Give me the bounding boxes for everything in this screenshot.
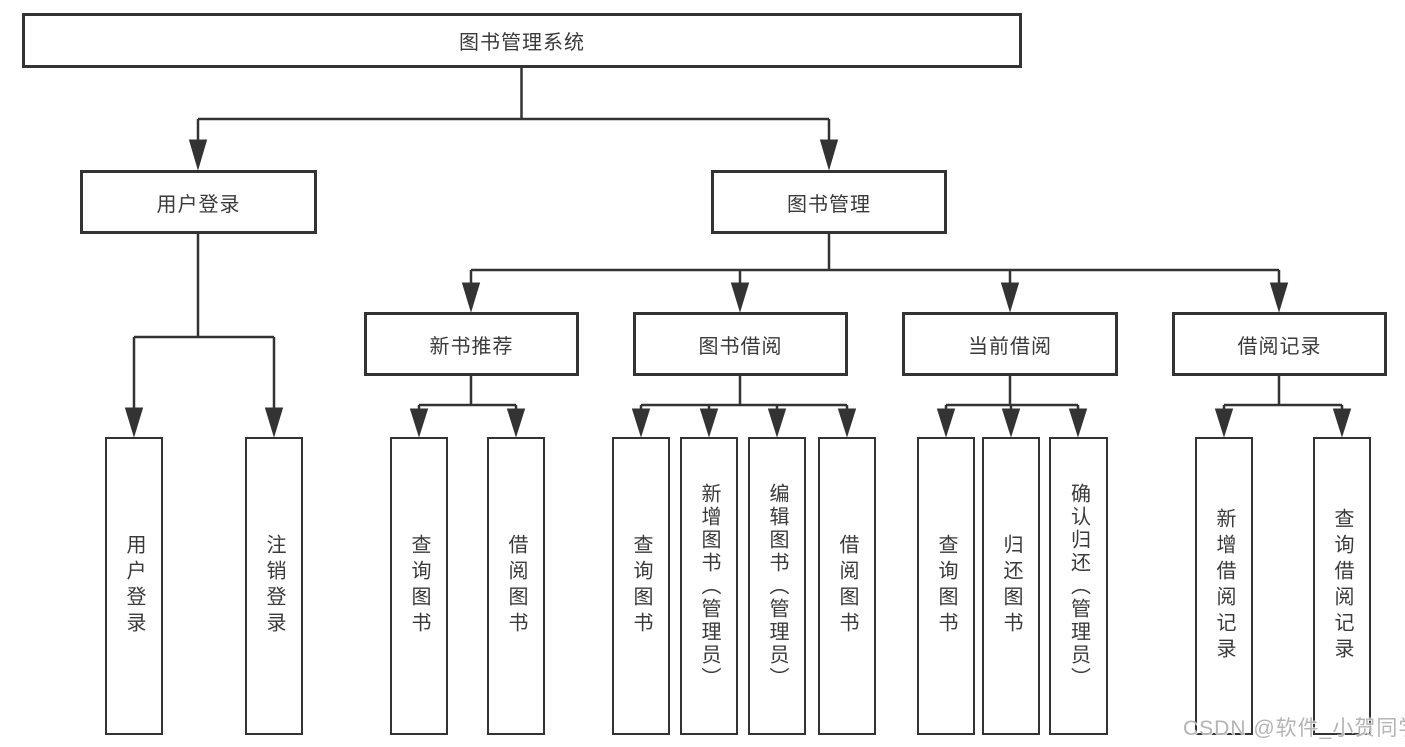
watermark: CSDN @软件_小贺同学 (1183, 717, 1405, 740)
node-current-borrow-label: 当前借阅 (968, 335, 1052, 358)
leaf-edit-book-admin-label: 编辑图书（管理员） (766, 482, 788, 690)
leaf-add-borrow-record-label: 新增借阅记录 (1213, 508, 1235, 664)
node-book-management: 图书管理 (711, 170, 947, 234)
node-book-borrow-label: 图书借阅 (698, 335, 783, 358)
node-root: 图书管理系统 (22, 13, 1022, 68)
leaf-recommend-borrow-books: 借阅图书 (487, 437, 545, 735)
node-book-management-label: 图书管理 (787, 193, 871, 216)
leaf-borrow-books: 借阅图书 (818, 437, 876, 735)
leaf-return-books-label: 归还图书 (1000, 534, 1022, 638)
leaf-current-query-books-label: 查询图书 (935, 534, 957, 638)
leaf-borrow-query-books: 查询图书 (612, 437, 670, 735)
leaf-confirm-return-admin: 确认归还（管理员） (1049, 437, 1108, 735)
leaf-query-borrow-record-label: 查询借阅记录 (1331, 508, 1353, 664)
node-user-login: 用户登录 (80, 170, 317, 234)
leaf-add-borrow-record: 新增借阅记录 (1195, 437, 1253, 735)
leaf-current-query-books: 查询图书 (917, 437, 975, 735)
node-new-book-recommend-label: 新书推荐 (429, 335, 514, 358)
leaf-return-books: 归还图书 (982, 437, 1040, 735)
node-current-borrow: 当前借阅 (902, 312, 1118, 376)
leaf-confirm-return-admin-label: 确认归还（管理员） (1067, 482, 1090, 690)
leaf-logout: 注销登录 (245, 437, 303, 735)
leaf-user-login-label: 用户登录 (123, 534, 145, 638)
leaf-add-book-admin-label: 新增图书（管理员） (698, 482, 720, 690)
node-borrow-records: 借阅记录 (1172, 312, 1387, 376)
node-root-label: 图书管理系统 (459, 32, 585, 54)
leaf-recommend-borrow-books-label: 借阅图书 (505, 534, 527, 638)
leaf-user-login: 用户登录 (105, 437, 163, 735)
leaf-borrow-query-books-label: 查询图书 (630, 534, 652, 638)
leaf-recommend-query-books-label: 查询图书 (408, 534, 430, 638)
node-new-book-recommend: 新书推荐 (364, 312, 579, 376)
node-user-login-label: 用户登录 (156, 193, 241, 216)
leaf-add-book-admin: 新增图书（管理员） (680, 437, 738, 735)
leaf-recommend-query-books: 查询图书 (390, 437, 448, 735)
leaf-logout-label: 注销登录 (263, 534, 285, 638)
leaf-edit-book-admin: 编辑图书（管理员） (748, 437, 806, 735)
node-borrow-records-label: 借阅记录 (1237, 335, 1322, 358)
node-book-borrow: 图书借阅 (633, 312, 848, 376)
leaf-borrow-books-label: 借阅图书 (836, 534, 858, 638)
leaf-query-borrow-record: 查询借阅记录 (1313, 437, 1371, 735)
